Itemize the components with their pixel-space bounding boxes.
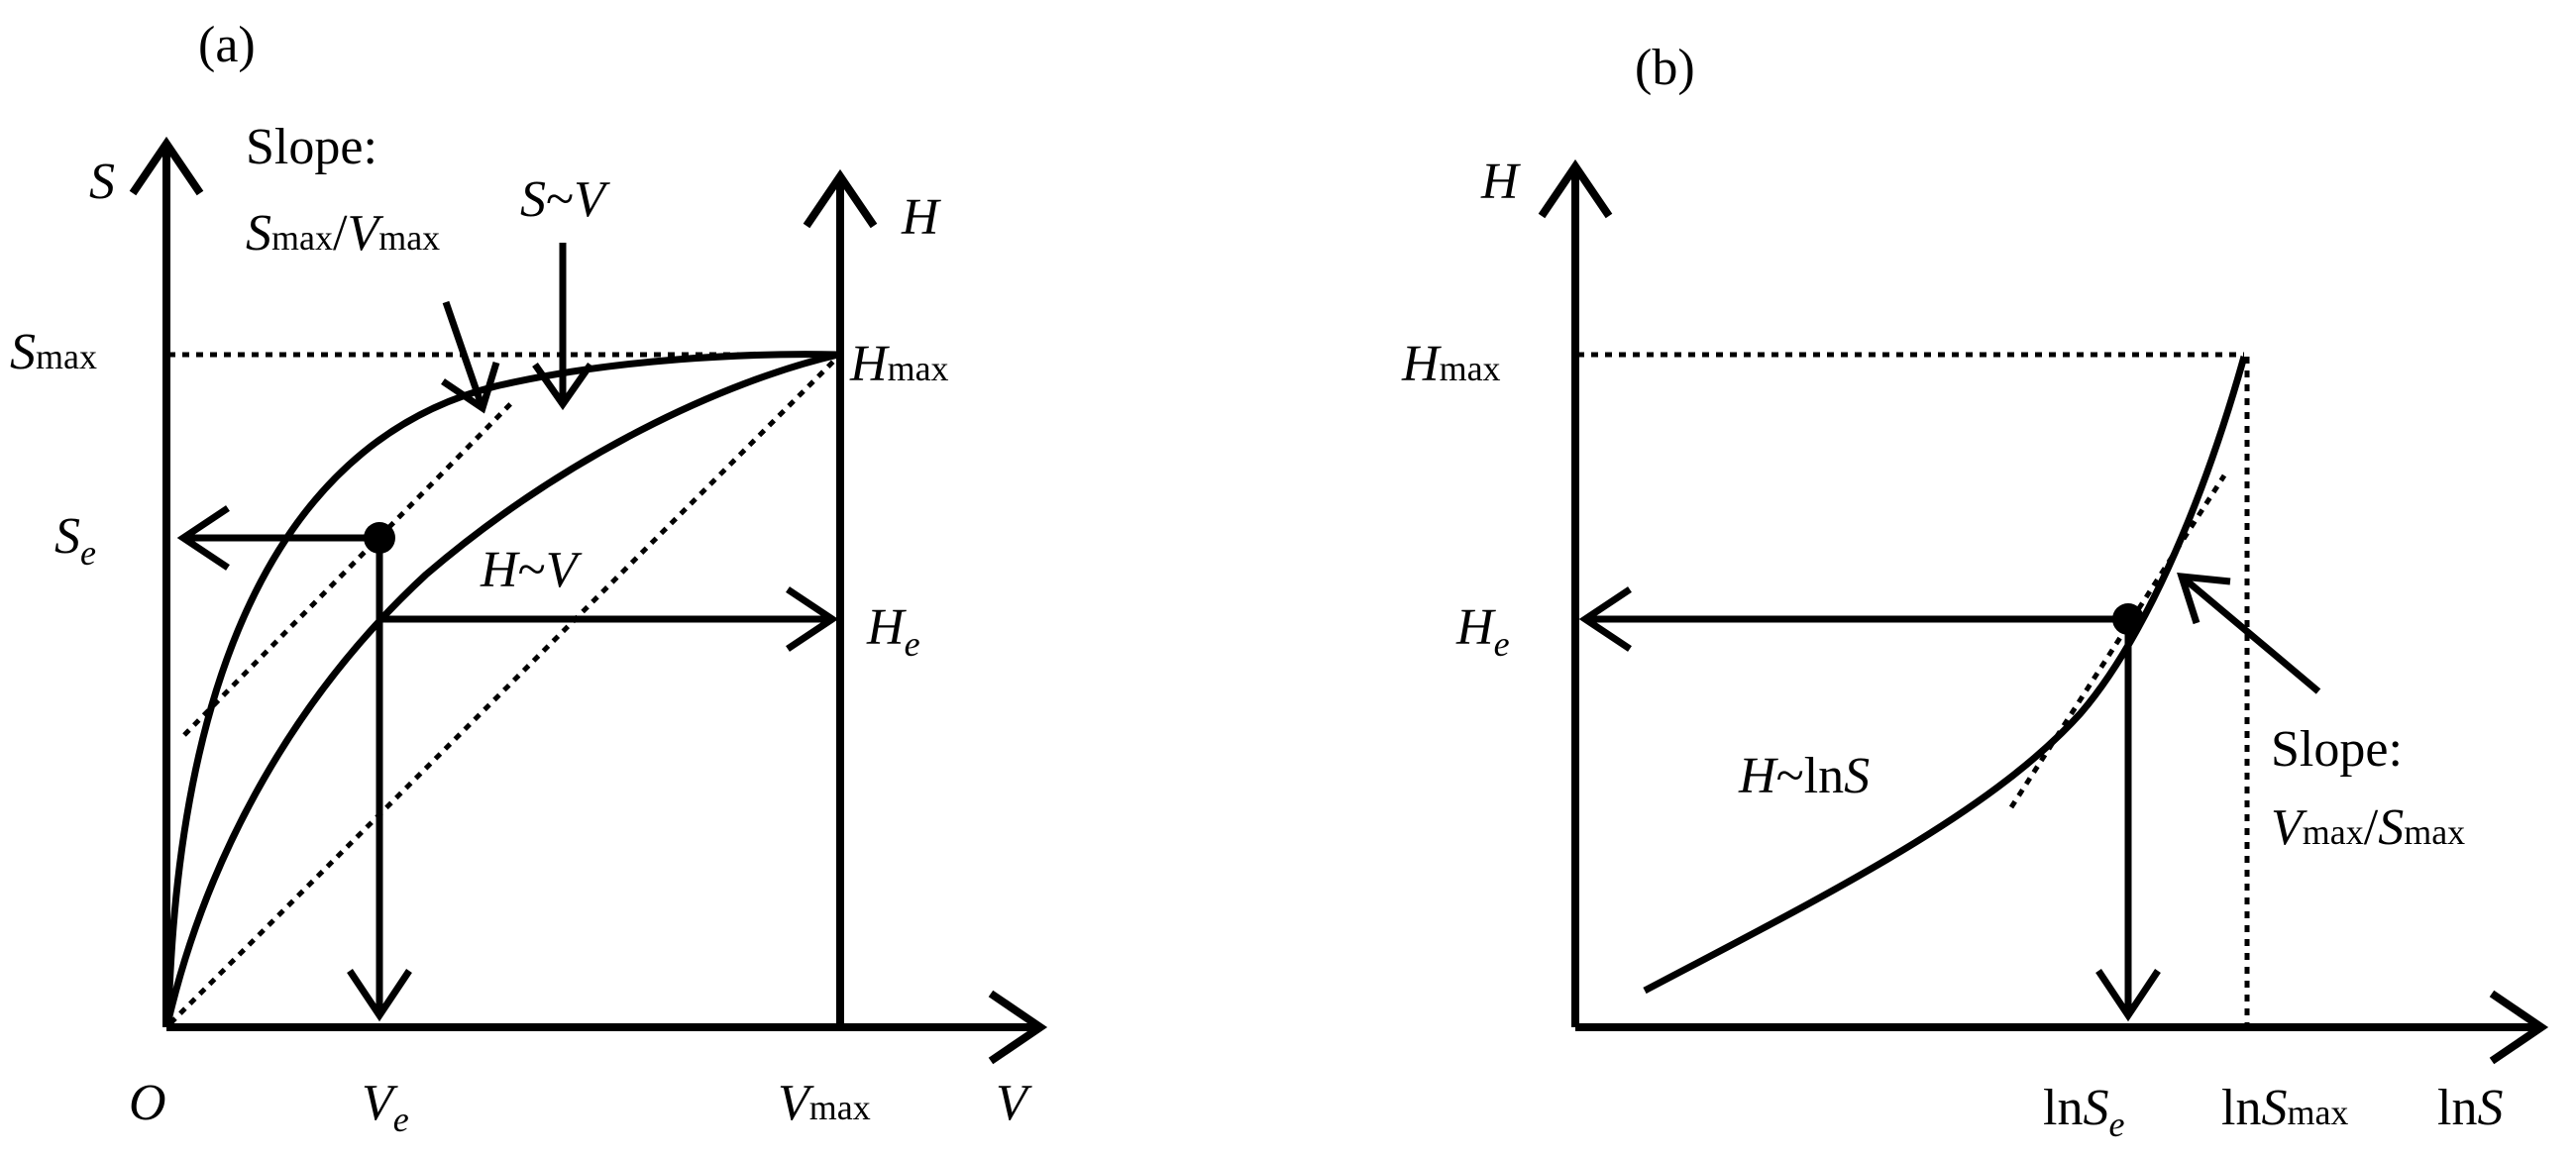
curve-h-v-label: H~V <box>480 542 583 598</box>
panel-a: (a) S H V O Smax Se Hmax <box>10 17 1048 1139</box>
s-v-pointer-head <box>532 362 593 411</box>
curve-h-lns-label: H~lnS <box>1738 748 1870 804</box>
slope-title-a: Slope: <box>246 119 377 175</box>
lns-axis-label: lnS <box>2437 1080 2503 1136</box>
lnse-label: lnSe <box>2043 1080 2124 1144</box>
curve-s-v <box>164 351 839 1021</box>
slope-pointer-a <box>442 300 486 410</box>
s-max-label: Smax <box>10 324 97 380</box>
h-axis-arrowhead <box>803 168 878 229</box>
curve-s-v-label: S~V <box>520 171 610 228</box>
se-arrowhead <box>176 505 230 571</box>
lns-axis-arrowhead <box>2489 990 2549 1065</box>
v-axis-label: V <box>996 1075 1032 1131</box>
v-max-label: Vmax <box>778 1075 871 1131</box>
v-axis-arrowhead <box>988 990 1048 1065</box>
origin-label: O <box>129 1075 166 1131</box>
lnse-arrowhead <box>2095 969 2161 1022</box>
he-arrowhead-b <box>1578 586 1632 652</box>
slope-pointer-b-head <box>2177 572 2231 625</box>
slope-formula-b: Vmax/Smax <box>2271 799 2465 856</box>
panel-a-tag: (a) <box>198 17 256 73</box>
slope-pointer-b <box>2179 574 2321 694</box>
s-axis-arrowhead <box>129 136 204 196</box>
panel-b-tag: (b) <box>1635 40 1695 96</box>
s-axis-label: S <box>89 154 115 210</box>
slope-title-b: Slope: <box>2271 721 2403 778</box>
v-e-label: Ve <box>362 1075 409 1139</box>
h-max-label-b: Hmax <box>1401 336 1501 392</box>
tangent-line-a <box>182 397 517 737</box>
curve-h-lns <box>1643 356 2248 995</box>
h-e-label-a: He <box>866 599 920 664</box>
h-e-label-b: He <box>1455 599 1510 664</box>
h-axis-b-label: H <box>1480 154 1521 210</box>
h-max-label-a: Hmax <box>849 336 949 392</box>
diagonal-guide <box>168 355 840 1025</box>
tangent-line-b <box>2008 474 2227 809</box>
s-e-label: Se <box>54 508 96 573</box>
slope-formula-a: Smax/Vmax <box>246 205 440 262</box>
curve-h-v <box>164 351 839 1021</box>
slope-pointer-a-head <box>441 361 500 414</box>
lnsmax-label: lnSmax <box>2221 1080 2348 1136</box>
ve-arrowhead <box>347 969 412 1022</box>
panel-b: (b) H lnS Hmax He lnSe lnSmax H~lnS Slop… <box>1401 40 2549 1144</box>
he-arrowhead-a <box>786 586 839 652</box>
h-axis-label: H <box>901 189 941 246</box>
h-axis-b-arrowhead <box>1538 158 1613 219</box>
